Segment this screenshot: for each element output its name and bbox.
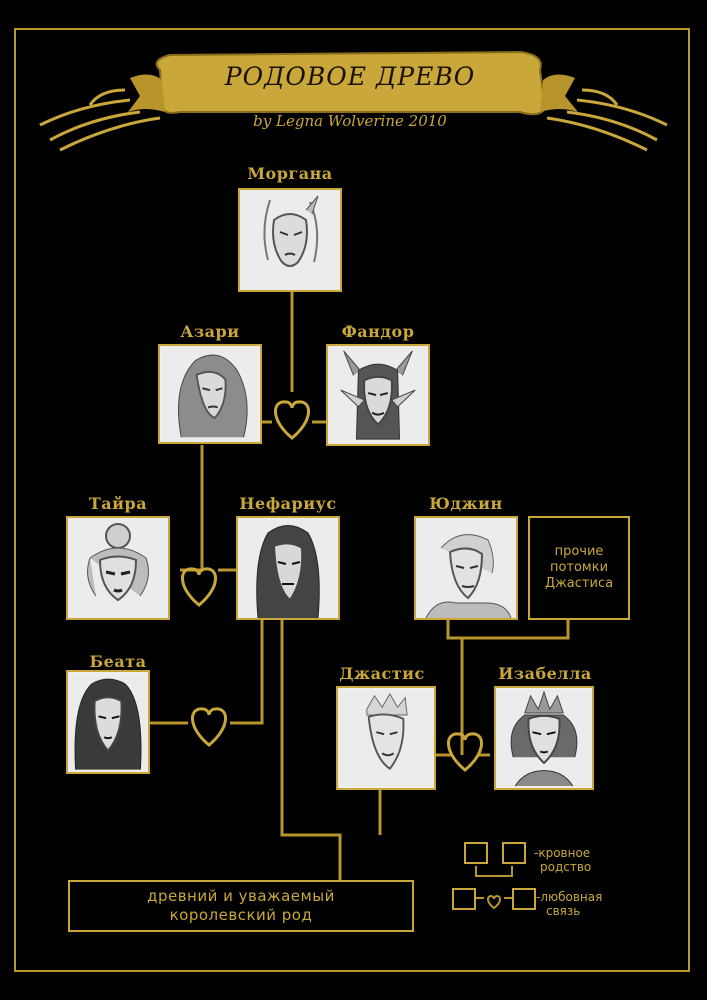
name-azari: Азари xyxy=(180,322,240,341)
portrait-morgana xyxy=(238,188,342,292)
portrait-nefarius xyxy=(236,516,340,620)
name-taira: Тайра xyxy=(88,494,148,513)
portrait-azari xyxy=(158,344,262,444)
portrait-dzhastis xyxy=(336,686,436,790)
name-beata: Беата xyxy=(89,652,147,671)
portrait-beata xyxy=(66,670,150,774)
name-morgana: Моргана xyxy=(247,164,333,183)
heart-azari-fandor xyxy=(274,400,310,440)
byline: by Legna Wolverine 2010 xyxy=(253,112,447,130)
legend-love-box-2 xyxy=(512,888,536,910)
legend-blood-label: -кровное родство xyxy=(534,846,591,874)
heart-beata-nefarius xyxy=(191,707,227,747)
name-fandor: Фандор xyxy=(341,322,415,341)
descendants-box: прочие потомки Джастиса xyxy=(528,516,630,620)
legend-love-line-1: -любовная xyxy=(536,890,603,904)
ancient-royal-line-box: древний и уважаемый королевский род xyxy=(68,880,414,932)
heart-taira-nefarius xyxy=(181,567,217,607)
portrait-fandor xyxy=(326,344,430,446)
ancient-line-1: древний и уважаемый xyxy=(147,887,335,905)
legend-blood-box-1 xyxy=(464,842,488,864)
legend-blood-box-2 xyxy=(502,842,526,864)
legend-love-label: -любовная связь xyxy=(536,890,602,918)
name-izabella: Изабелла xyxy=(498,664,592,683)
page-frame xyxy=(14,28,690,972)
heart-dzhastis-izabella xyxy=(447,732,483,772)
name-nefarius: Нефариус xyxy=(239,494,337,513)
legend-blood-line-2: родство xyxy=(540,860,592,874)
portrait-taira xyxy=(66,516,170,620)
portrait-yudzhin xyxy=(414,516,518,620)
descendants-label: прочие потомки Джастиса xyxy=(544,544,614,591)
legend-love-box-1 xyxy=(452,888,476,910)
portrait-izabella xyxy=(494,686,594,790)
page-title: РОДОВОЕ ДРЕВО xyxy=(224,62,476,91)
ancient-line-2: королевский род xyxy=(169,906,313,924)
legend-blood-line-1: -кровное xyxy=(534,846,591,860)
name-dzhastis: Джастис xyxy=(339,664,425,683)
name-yudzhin: Юджин xyxy=(429,494,503,513)
legend-love-line-2: связь xyxy=(546,904,581,918)
